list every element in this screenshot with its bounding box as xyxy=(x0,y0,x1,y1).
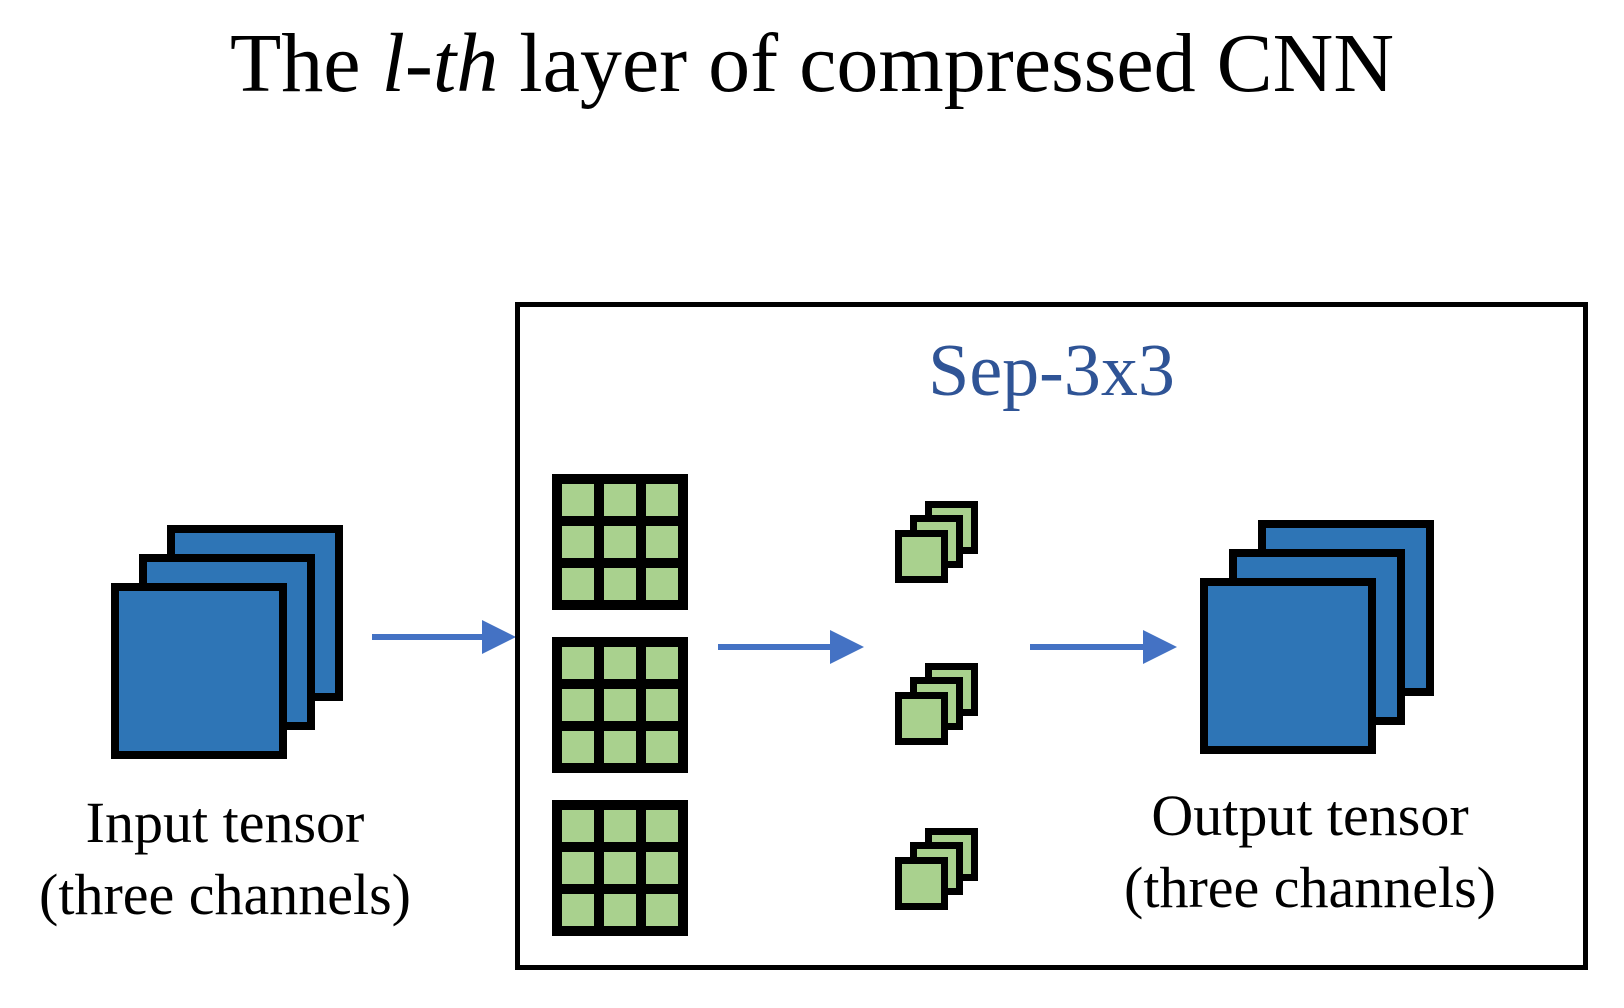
input-channel-front xyxy=(111,583,287,759)
kernel-cell xyxy=(646,852,678,884)
kernel-cell xyxy=(646,526,678,558)
kernel-cell xyxy=(646,568,678,600)
arrow-input-to-sep-box xyxy=(372,634,482,640)
kernel-grid-bottom xyxy=(552,800,688,936)
arrow-kernels-to-feature-maps xyxy=(718,644,830,650)
kernel-cell xyxy=(604,731,636,763)
kernel-cell xyxy=(562,810,594,842)
kernel-cell xyxy=(562,689,594,721)
kernel-cell xyxy=(604,484,636,516)
kernel-cell xyxy=(562,894,594,926)
kernel-cell xyxy=(562,852,594,884)
sep-3x3-box: Sep-3x3 xyxy=(515,302,1588,970)
feature-map-front xyxy=(895,530,948,583)
kernel-cell xyxy=(562,568,594,600)
title-emphasis: l-th xyxy=(381,17,499,110)
kernel-cell xyxy=(604,894,636,926)
output-caption-line1: Output tensor xyxy=(1151,783,1469,848)
kernel-cell xyxy=(646,484,678,516)
feature-map-front xyxy=(895,857,948,910)
kernel-cell xyxy=(646,647,678,679)
kernel-cell xyxy=(562,647,594,679)
sep-3x3-label: Sep-3x3 xyxy=(928,330,1175,412)
arrow-feature-maps-to-output xyxy=(1030,644,1143,650)
kernel-cell xyxy=(646,689,678,721)
kernel-cell xyxy=(646,810,678,842)
kernel-cell xyxy=(604,568,636,600)
title-suffix: layer of compressed CNN xyxy=(498,17,1394,110)
diagram-title: The l-th layer of compressed CNN xyxy=(0,16,1624,112)
kernel-cell xyxy=(562,526,594,558)
kernel-cell xyxy=(562,484,594,516)
feature-map-front xyxy=(895,692,948,745)
kernel-cell xyxy=(604,526,636,558)
output-tensor-caption: Output tensor (three channels) xyxy=(1124,780,1496,924)
kernel-cell xyxy=(562,731,594,763)
output-channel-front xyxy=(1200,578,1376,754)
kernel-cell xyxy=(646,894,678,926)
kernel-grid-middle xyxy=(552,637,688,773)
input-tensor-caption: Input tensor (three channels) xyxy=(39,787,411,931)
kernel-cell xyxy=(646,731,678,763)
input-caption-line1: Input tensor xyxy=(85,790,365,855)
title-prefix: The xyxy=(230,17,382,110)
input-caption-line2: (three channels) xyxy=(39,862,411,927)
output-caption-line2: (three channels) xyxy=(1124,855,1496,920)
kernel-grid-top xyxy=(552,474,688,610)
kernel-cell xyxy=(604,852,636,884)
kernel-cell xyxy=(604,689,636,721)
kernel-cell xyxy=(604,647,636,679)
kernel-cell xyxy=(604,810,636,842)
